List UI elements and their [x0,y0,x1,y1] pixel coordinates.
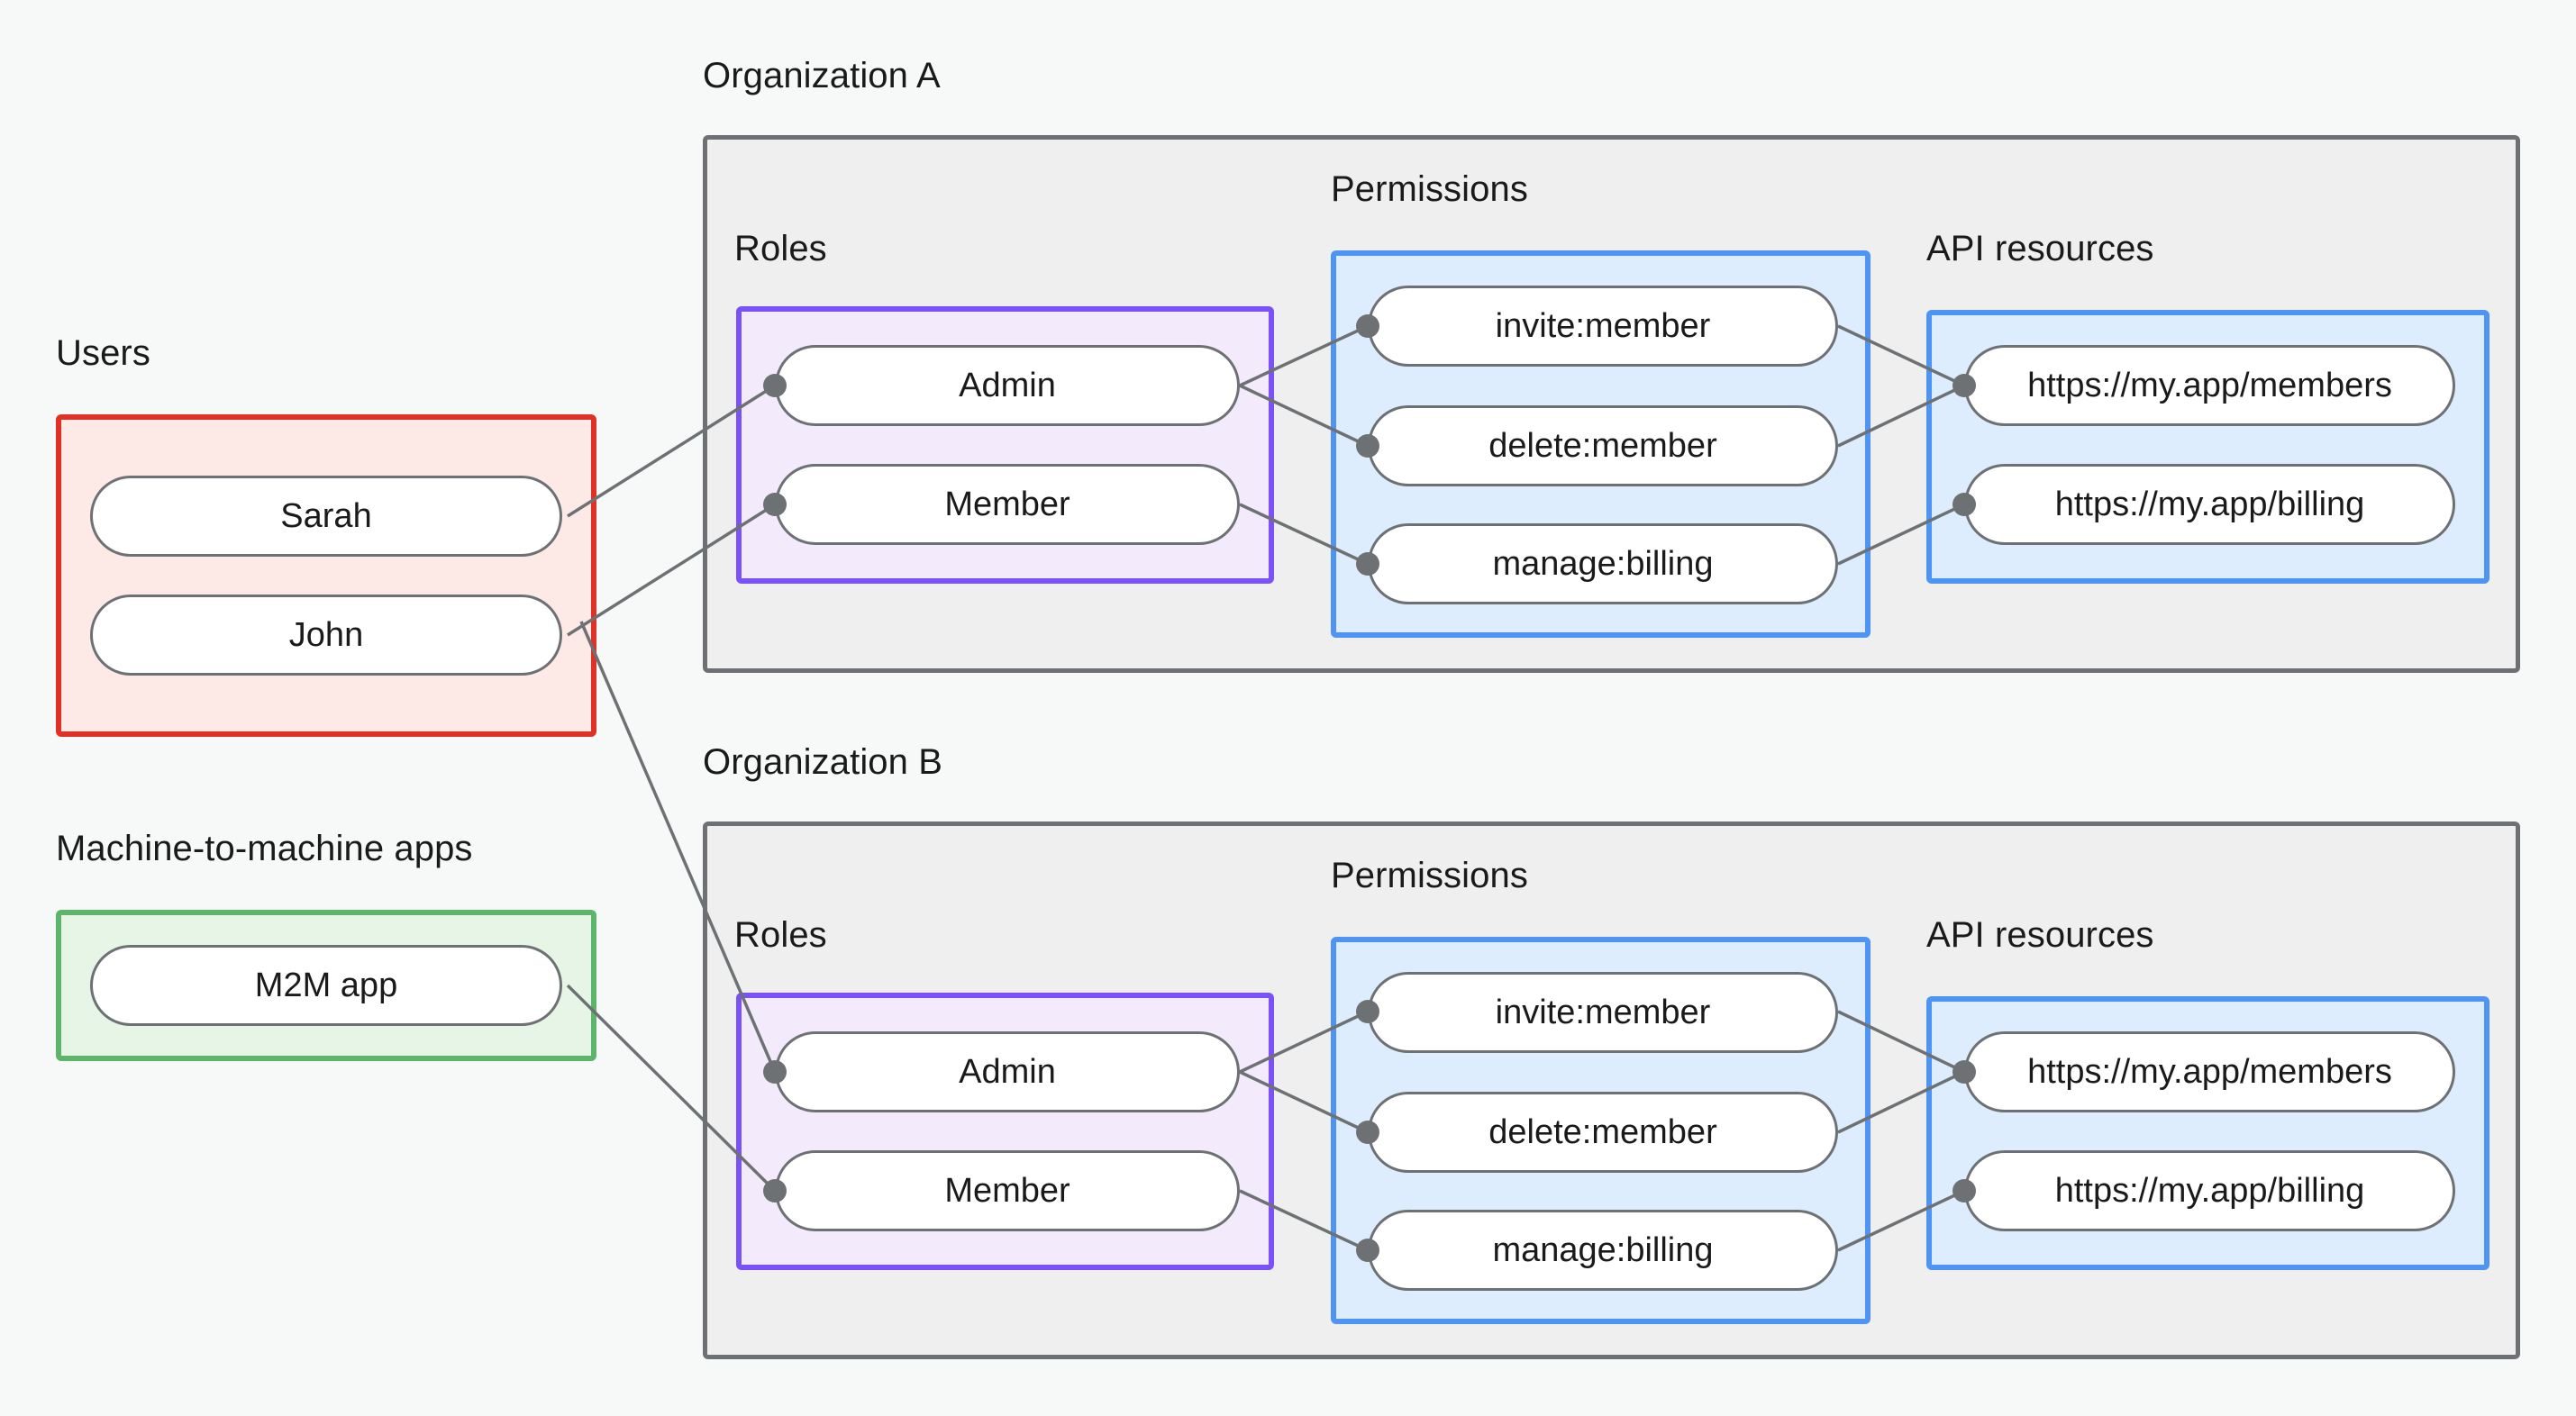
orgB-api-pill-members[interactable]: https://my.app/members [1964,1031,2455,1112]
user-pill-john[interactable]: John [90,595,562,676]
users-group-label: Users [56,333,150,373]
orgB-roles-label: Roles [734,915,827,955]
orgA-permission-pill-delete-member[interactable]: delete:member [1368,405,1838,486]
orgB-api-resources-label: API resources [1926,915,2154,955]
orgB-permission-pill-delete-member[interactable]: delete:member [1368,1092,1838,1173]
orgA-api-pill-billing[interactable]: https://my.app/billing [1964,464,2455,545]
orgA-role-pill-member[interactable]: Member [775,464,1240,545]
users-group-box [56,414,596,737]
orgB-api-pill-billing[interactable]: https://my.app/billing [1964,1150,2455,1231]
orgA-permission-pill-invite-member[interactable]: invite:member [1368,286,1838,367]
organization-a-label: Organization A [703,56,941,95]
orgA-permission-pill-manage-billing[interactable]: manage:billing [1368,523,1838,604]
orgB-role-pill-admin[interactable]: Admin [775,1031,1240,1112]
orgA-api-resources-label: API resources [1926,229,2154,268]
orgB-permission-pill-manage-billing[interactable]: manage:billing [1368,1210,1838,1291]
orgA-permissions-label: Permissions [1331,169,1528,209]
orgB-role-pill-member[interactable]: Member [775,1150,1240,1231]
m2m-group-label: Machine-to-machine apps [56,829,473,868]
orgA-roles-label: Roles [734,229,827,268]
m2m-pill-app[interactable]: M2M app [90,945,562,1026]
orgA-api-pill-members[interactable]: https://my.app/members [1964,345,2455,426]
orgA-role-pill-admin[interactable]: Admin [775,345,1240,426]
orgB-permission-pill-invite-member[interactable]: invite:member [1368,972,1838,1053]
user-pill-sarah[interactable]: Sarah [90,476,562,557]
organization-b-label: Organization B [703,742,942,782]
orgB-permissions-label: Permissions [1331,856,1528,895]
